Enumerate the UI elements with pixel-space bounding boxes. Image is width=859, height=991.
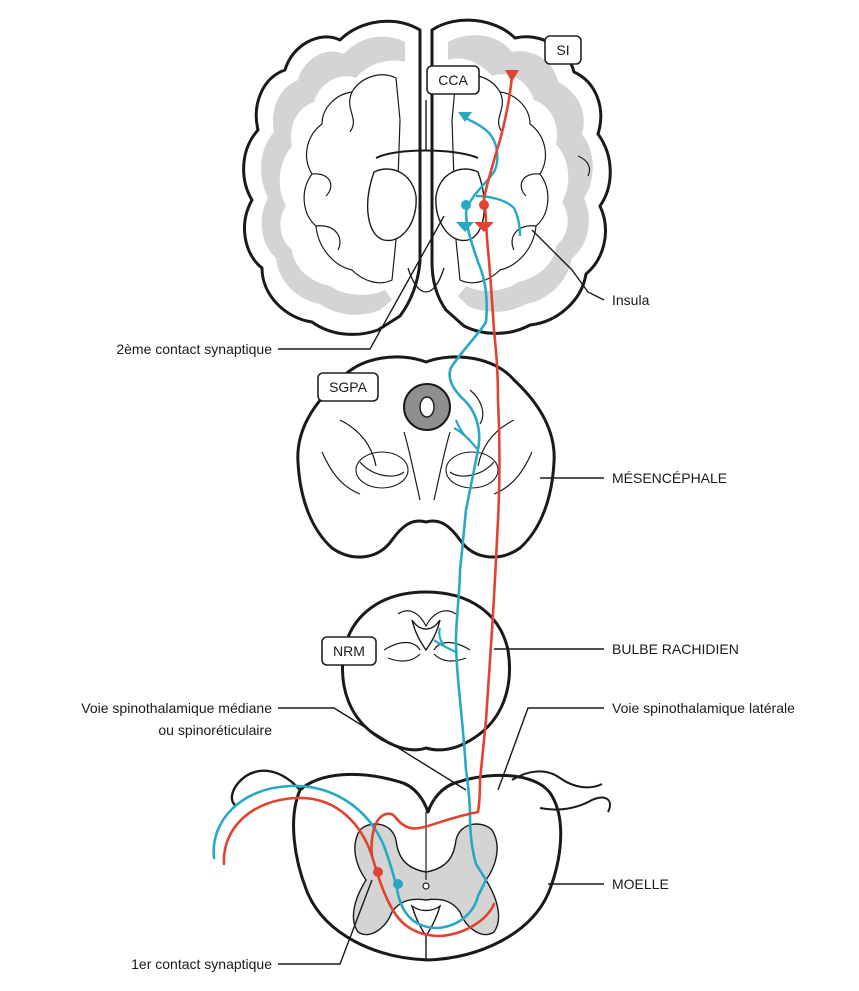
si-box: SI [545,36,581,64]
aqueduct [420,397,434,417]
voie-laterale-text: Voie spinothalamique latérale [612,700,795,716]
sgpa-label: SGPA [329,379,368,395]
insula-text: Insula [612,292,650,308]
second-synapse-text: 2ème contact synaptique [116,341,272,357]
blue-synapse-dot-2 [461,200,471,210]
voie-mediane-text-1: Voie spinothalamique médiane [81,700,272,716]
cca-box: CCA [427,66,479,94]
cca-label: CCA [438,72,468,88]
moelle-text: MOELLE [612,876,669,892]
blue-synapse-dot-1 [393,879,403,889]
sgpa-box: SGPA [318,373,378,401]
nrm-box: NRM [322,637,376,665]
first-synapse-text: 1er contact synaptique [131,956,272,972]
red-synapse-dot-1 [373,867,383,877]
mesencephale-text: MÉSENCÉPHALE [612,470,727,486]
red-synapse-dot-2 [479,200,489,210]
nrm-label: NRM [333,643,365,659]
brain-coronal-section [244,20,611,334]
bulbe-text: BULBE RACHIDIEN [612,641,739,657]
si-label: SI [556,42,569,58]
voie-mediane-text-2: ou spinoréticulaire [158,722,272,738]
